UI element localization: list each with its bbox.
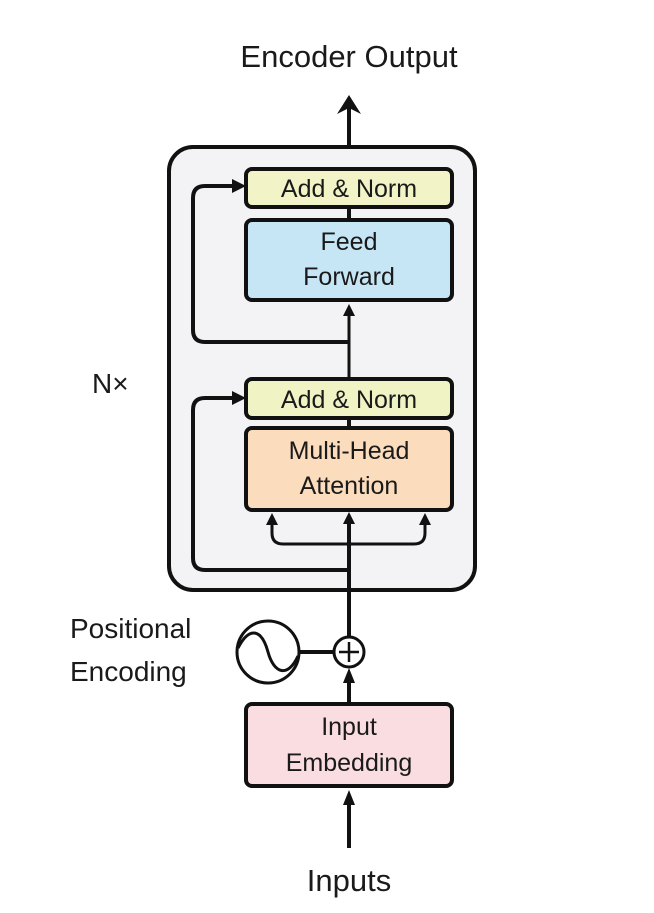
add-norm-bottom-label: Add & Norm [281, 386, 417, 414]
input-embedding-block: Input Embedding [244, 702, 454, 788]
sine-wave-icon [235, 619, 301, 685]
mha-label-line1: Multi-Head [289, 437, 410, 465]
residual-connection-attention [191, 396, 349, 572]
mha-input-arrowhead-left [266, 513, 278, 525]
input-embedding-label-line1: Input [321, 713, 377, 741]
add-input-arrowhead [343, 668, 355, 683]
mha-label-line2: Attention [300, 472, 399, 500]
feed-forward-label-line1: Feed [321, 228, 378, 256]
mha-input-arrowhead-right [419, 513, 431, 525]
inputs-arrowhead [343, 790, 355, 805]
residual-connection-feedforward [191, 184, 349, 344]
add-norm-block-top: Add & Norm [244, 167, 454, 209]
input-embedding-label-line2: Embedding [286, 749, 412, 777]
repeat-count-label: N× [92, 368, 129, 399]
positional-encoding-label-line2: Encoding [70, 656, 187, 687]
inputs-label: Inputs [307, 863, 391, 898]
residual-arrowhead-top [232, 179, 246, 193]
attention-branch-left [270, 522, 349, 546]
encoder-output-label: Encoder Output [240, 39, 458, 74]
feed-forward-block: Feed Forward [244, 218, 454, 302]
add-circle-icon [332, 635, 366, 669]
add-norm-top-label: Add & Norm [281, 175, 417, 203]
residual-arrowhead-bottom [232, 391, 246, 405]
multi-head-attention-block: Multi-Head Attention [244, 426, 454, 512]
attention-branch-right [349, 522, 427, 546]
mha-input-arrowhead-center [343, 512, 355, 524]
positional-encoding-label-line1: Positional [70, 613, 191, 644]
output-arrowhead [337, 95, 361, 114]
feed-forward-label-line2: Forward [303, 263, 395, 291]
add-norm-block-bottom: Add & Norm [244, 377, 454, 420]
ff-input-arrowhead [343, 304, 355, 316]
